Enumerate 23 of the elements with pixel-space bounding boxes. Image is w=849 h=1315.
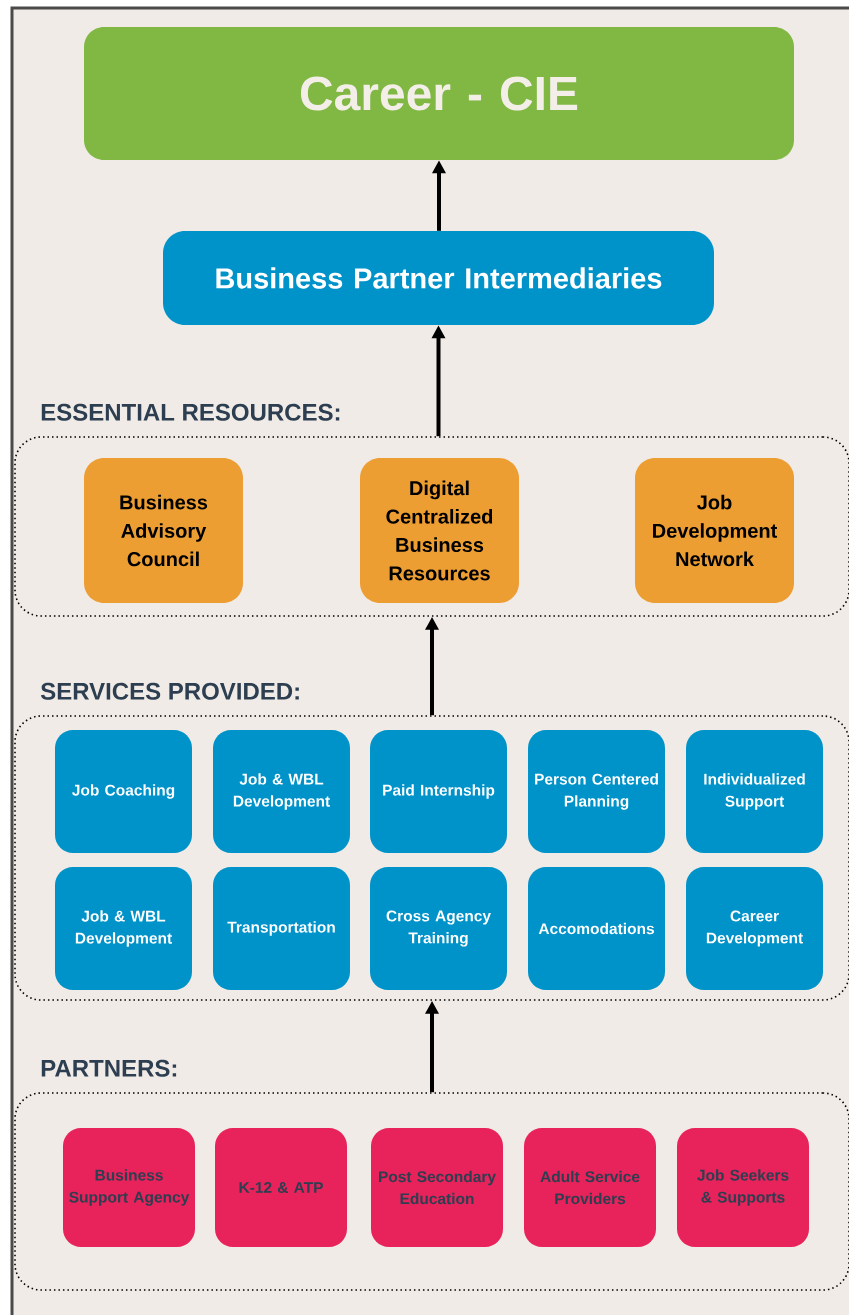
service-box: Job & WBL Development — [55, 867, 192, 990]
heading-box: Career - CIE — [84, 27, 794, 160]
section-heading: PARTNERS: — [41, 1059, 177, 1077]
partner-box: Post Secondary Education — [371, 1128, 503, 1247]
process-box: Business Partner Intermediaries — [163, 231, 714, 325]
partner-box: Business Support Agency — [63, 1128, 195, 1247]
resource-box: Digital Centralized Business Resources — [360, 458, 519, 603]
service-box: Job & WBL Development — [213, 730, 350, 853]
service-box: Person Centered Planning — [528, 730, 665, 853]
partner-box: Job Seekers & Supports — [677, 1128, 809, 1247]
section-heading: SERVICES PROVIDED: — [40, 682, 299, 700]
service-box: Accomodations — [528, 867, 665, 990]
service-box: Transportation — [213, 867, 350, 990]
resource-box: Business Advisory Council — [84, 458, 243, 603]
service-box: Cross Agency Training — [370, 867, 507, 990]
resource-box: Job Development Network — [635, 458, 794, 603]
section-heading: ESSENTIAL RESOURCES: — [41, 403, 340, 421]
service-box: Paid Internship — [370, 730, 507, 853]
partner-box: Adult Service Providers — [524, 1128, 656, 1247]
service-box: Individualized Support — [686, 730, 823, 853]
service-box: Job Coaching — [55, 730, 192, 853]
service-box: Career Development — [686, 867, 823, 990]
partner-box: K-12 & ATP — [215, 1128, 347, 1247]
